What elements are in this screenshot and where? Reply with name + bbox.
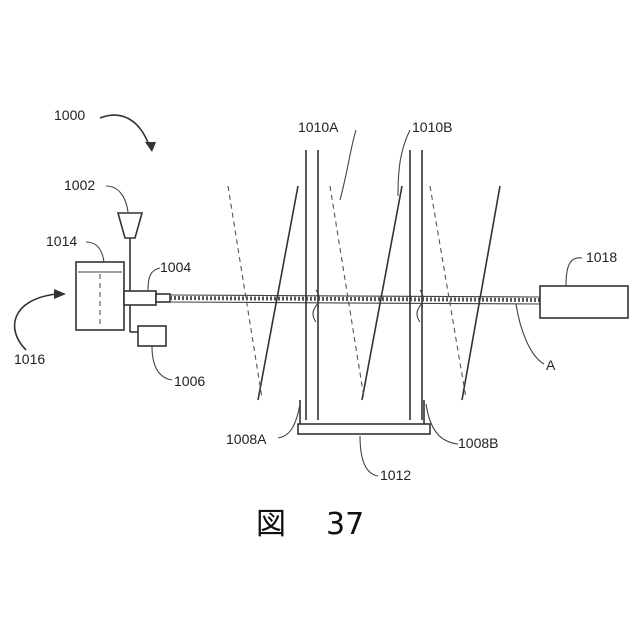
leader-1014 xyxy=(86,242,104,262)
arrow-1000 xyxy=(145,142,156,152)
nozzle-body xyxy=(124,291,156,305)
label-1014: 1014 xyxy=(46,233,77,249)
label-1012: 1012 xyxy=(380,467,411,483)
leader-1010a xyxy=(340,130,356,200)
label-1010b: 1010B xyxy=(412,119,452,135)
leader-1002 xyxy=(106,186,128,212)
strand-edge-top xyxy=(170,295,540,297)
nozzle-tip xyxy=(156,294,170,302)
figure-caption-number: 37 xyxy=(326,507,364,542)
label-1008a: 1008A xyxy=(226,431,267,447)
label-axis-a: A xyxy=(546,357,556,373)
strand-edge-bottom xyxy=(170,302,540,304)
zigzag-solid-2 xyxy=(362,186,402,400)
zigzag-dashed-3 xyxy=(430,186,466,398)
base-plate xyxy=(298,424,430,434)
label-1016: 1016 xyxy=(14,351,45,367)
label-1002: 1002 xyxy=(64,177,95,193)
zigzag-solid-1 xyxy=(258,186,298,400)
inlet-arrowhead xyxy=(54,289,66,299)
label-1010a: 1010A xyxy=(298,119,339,135)
inlet-arrow-curve xyxy=(15,294,56,350)
hopper-funnel xyxy=(118,213,142,238)
pump-body xyxy=(138,326,166,346)
leader-1008a xyxy=(278,404,300,438)
figure-caption-prefix: 図 xyxy=(256,507,286,542)
leader-1012 xyxy=(360,436,378,476)
label-1000: 1000 xyxy=(54,107,85,123)
leader-1010b xyxy=(398,130,410,196)
label-1018: 1018 xyxy=(586,249,617,265)
zigzag-solid-3 xyxy=(462,186,500,400)
label-1004: 1004 xyxy=(160,259,191,275)
label-1006: 1006 xyxy=(174,373,205,389)
leader-1004 xyxy=(148,268,160,290)
zigzag-dashed-1 xyxy=(228,186,262,398)
receiver-body xyxy=(540,286,628,318)
strand-axis-a xyxy=(170,298,540,300)
leader-1006 xyxy=(152,346,172,380)
label-1008b: 1008B xyxy=(458,435,498,451)
zigzag-dashed-2 xyxy=(330,186,364,398)
leader-1018 xyxy=(566,258,582,286)
leader-1000 xyxy=(100,115,150,148)
